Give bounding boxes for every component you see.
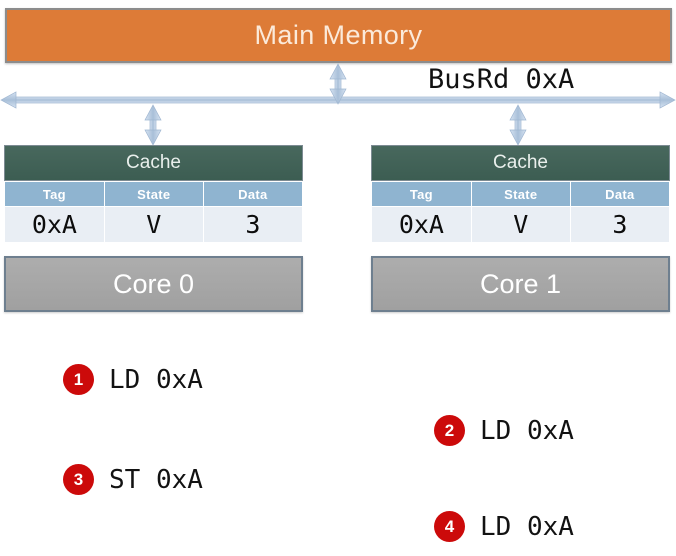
cache1-col-data: Data (569, 181, 671, 207)
instruction-badge-4: 4 (434, 511, 465, 542)
main-memory-label: Main Memory (254, 20, 423, 50)
instruction-text-2: LD 0xA (480, 415, 574, 446)
cache1-value-data: 3 (569, 206, 671, 243)
instruction-item-4: 4 LD 0xA (434, 511, 574, 542)
instruction-item-3: 3 ST 0xA (63, 464, 203, 495)
bus-cache1-arrow (509, 104, 527, 146)
cache1-col-tag: Tag (371, 181, 472, 207)
cache-unit-0: Cache Tag State Data 0xA V 3 (4, 145, 304, 243)
core-block-1: Core 1 (371, 256, 670, 312)
cache1-value-state: V (470, 206, 571, 243)
instruction-badge-1: 1 (63, 364, 94, 395)
instruction-text-1: LD 0xA (109, 364, 203, 395)
cache0-value-tag: 0xA (4, 206, 105, 243)
cache0-col-data: Data (202, 181, 304, 207)
bus-transaction-label: BusRd 0xA (428, 64, 575, 95)
cache-data-row-1: 0xA V 3 (371, 206, 671, 243)
cache0-col-state: State (103, 181, 204, 207)
cache-header-row-1: Tag State Data (371, 181, 671, 207)
cache1-value-tag: 0xA (371, 206, 472, 243)
cache0-col-tag: Tag (4, 181, 105, 207)
instruction-text-3: ST 0xA (109, 464, 203, 495)
arrow-layer (0, 63, 676, 146)
cache-unit-1: Cache Tag State Data 0xA V 3 (371, 145, 671, 243)
main-memory-block: Main Memory (5, 8, 672, 63)
cache1-col-state: State (470, 181, 571, 207)
instruction-text-4: LD 0xA (480, 511, 574, 542)
cache0-value-data: 3 (202, 206, 304, 243)
core-label-1: Core 1 (371, 256, 670, 312)
cache0-value-state: V (103, 206, 204, 243)
cache-table-0: Tag State Data 0xA V 3 (4, 181, 304, 243)
cache-data-row-0: 0xA V 3 (4, 206, 304, 243)
memory-bus-arrow (329, 63, 347, 105)
instruction-badge-3: 3 (63, 464, 94, 495)
instruction-item-1: 1 LD 0xA (63, 364, 203, 395)
instruction-badge-2: 2 (434, 415, 465, 446)
cache-table-1: Tag State Data 0xA V 3 (371, 181, 671, 243)
instruction-item-2: 2 LD 0xA (434, 415, 574, 446)
cache-header-row-0: Tag State Data (4, 181, 304, 207)
bus-cache0-arrow (144, 104, 162, 146)
cache-title-0: Cache (4, 145, 303, 181)
cache-title-1: Cache (371, 145, 670, 181)
core-block-0: Core 0 (4, 256, 303, 312)
core-label-0: Core 0 (4, 256, 303, 312)
